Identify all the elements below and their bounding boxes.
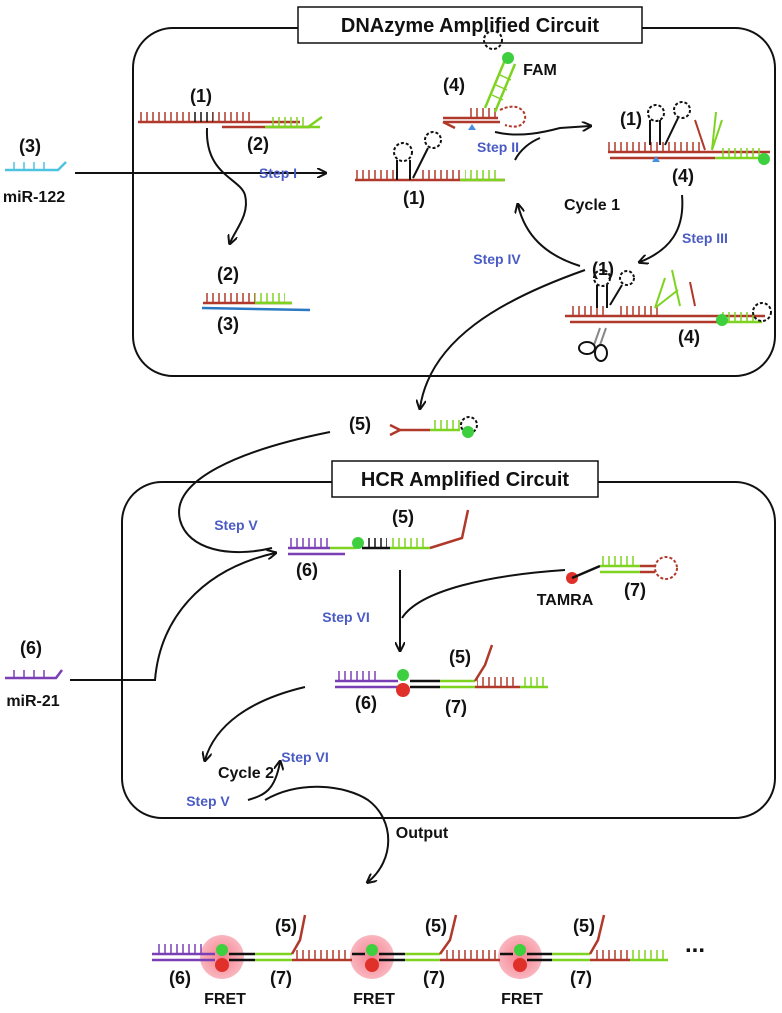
step6-label: Step VI (322, 609, 369, 625)
hcr-panel: HCR Amplified Circuit (121, 460, 776, 819)
label-6-left: (6) (20, 638, 42, 658)
step5-curve (178, 431, 331, 554)
mir21-arrow (70, 553, 275, 681)
fam-label: FAM (523, 62, 557, 79)
label-3-left: (3) (19, 136, 41, 156)
complex-6-5 (288, 509, 470, 556)
label-1-center: (1) (403, 188, 425, 208)
complex-cleavage (565, 269, 772, 326)
mir122-label: miR-122 (3, 189, 65, 206)
step4-arrow (518, 205, 581, 267)
fret-label-2: FRET (353, 991, 395, 1008)
label-5-hcr: (5) (392, 507, 414, 527)
release-arrow (205, 127, 247, 243)
step5-label: Step V (214, 517, 258, 533)
label-4-rt: (4) (672, 166, 694, 186)
label-1-top: (1) (190, 86, 212, 106)
label-7-complex: (7) (445, 697, 467, 717)
duplex-1-2 (138, 112, 323, 129)
label-6-complex: (6) (355, 693, 377, 713)
complex-6-5-7 (335, 644, 548, 697)
output-polymer (152, 914, 668, 979)
fret-label-1: FRET (204, 991, 246, 1008)
dnazyme-panel: DNAzyme Amplified Circuit (132, 6, 776, 377)
hairpin-7-tamra (566, 556, 678, 584)
step3-arrow (640, 194, 684, 262)
output-arrow (264, 785, 390, 882)
step2-arc (514, 137, 541, 161)
label-5-out3: (5) (573, 916, 595, 936)
cycle2-arrow-left (205, 686, 306, 760)
label-2-top: (2) (247, 134, 269, 154)
strand-1-center (355, 131, 505, 182)
label-2-mid: (2) (217, 264, 239, 284)
fret-glow-2 (350, 935, 394, 979)
hcr-title-box (331, 460, 599, 498)
label-1-rt: (1) (620, 109, 642, 129)
dnazyme-title: DNAzyme Amplified Circuit (341, 15, 600, 37)
product-5 (389, 416, 478, 438)
mir21-strand (5, 669, 63, 680)
tamra-label: TAMRA (537, 592, 594, 609)
complex-1-4-right (608, 101, 770, 165)
output-label: Output (396, 825, 449, 842)
label-6-hcr: (6) (296, 560, 318, 580)
fret-glow-1 (200, 935, 244, 979)
label-4-rb: (4) (678, 327, 700, 347)
step6-cycle-label: Step VI (281, 749, 328, 765)
label-5-out1: (5) (275, 916, 297, 936)
mir21-label: miR-21 (6, 693, 59, 710)
output5-arrow (420, 269, 586, 408)
step3-label: Step III (682, 230, 728, 246)
label-7-out3: (7) (570, 968, 592, 988)
cycle1-label: Cycle 1 (564, 197, 620, 214)
duplex-2-3 (201, 293, 311, 312)
label-7-out1: (7) (270, 968, 292, 988)
label-4-top: (4) (443, 75, 465, 95)
mir122-strand (5, 161, 67, 172)
label-1-rb: (1) (592, 259, 614, 279)
label-7-out2: (7) (423, 968, 445, 988)
cycle2-arrow-right (247, 762, 280, 801)
fret-label-3: FRET (501, 991, 543, 1008)
label-7-hcr: (7) (624, 580, 646, 600)
dnazyme-title-box (297, 6, 643, 44)
label-3-mid: (3) (217, 314, 239, 334)
label-5-out2: (5) (425, 916, 447, 936)
label-5-mid: (5) (349, 414, 371, 434)
step2-label: Step II (477, 139, 519, 155)
hairpin-4-fam (442, 30, 527, 130)
step5-cycle-label: Step V (186, 793, 230, 809)
step4-label: Step IV (473, 251, 521, 267)
step2-arrow (494, 126, 590, 136)
label-5-complex: (5) (449, 647, 471, 667)
label-6-out: (6) (169, 968, 191, 988)
ellipsis: ... (685, 931, 705, 958)
fret-glow-3 (498, 935, 542, 979)
cycle2-label: Cycle 2 (218, 765, 274, 782)
scissors-icon (578, 327, 608, 362)
step6-merge (401, 569, 566, 619)
step1-label: Step I (259, 165, 297, 181)
hcr-title: HCR Amplified Circuit (361, 469, 569, 491)
fam-dot (502, 52, 514, 64)
